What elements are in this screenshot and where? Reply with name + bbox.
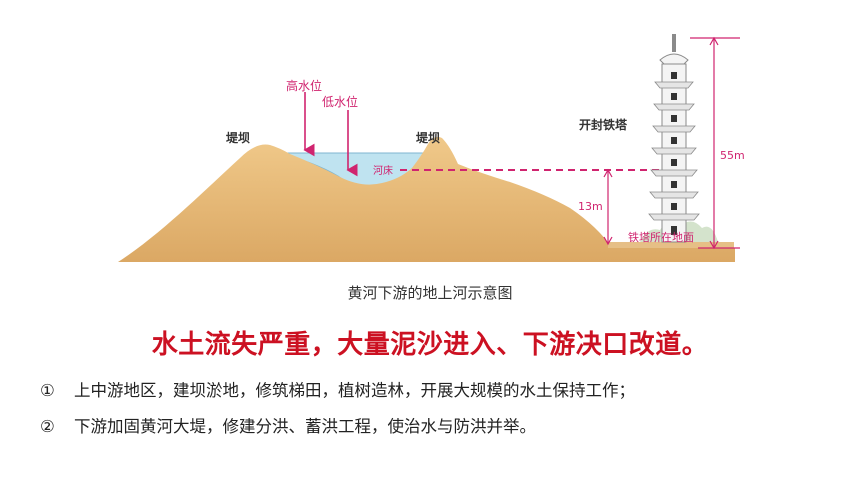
dimension-55m-arrow-top [709, 36, 719, 46]
label-high-water: 高水位 [286, 78, 322, 93]
label-ground: 铁塔所在地面 [628, 231, 694, 244]
measure-text-1: 上中游地区，建坝淤地，修筑梯田，植树造林，开展大规模的水土保持工作； [74, 381, 635, 400]
kaifeng-iron-tower [648, 34, 700, 243]
headline: 水土流失严重，大量泥沙进入、下游决口改道。 [151, 330, 709, 360]
measure-number-2: ② [40, 417, 55, 436]
label-tower: 开封铁塔 [579, 117, 628, 132]
measure-item-2: ② 下游加固黄河大堤，修建分洪、蓄洪工程，使治水与防洪并举。 [40, 414, 840, 440]
diagram-caption: 黄河下游的地上河示意图 [347, 284, 513, 302]
tower-ground [608, 242, 734, 248]
measure-text-2: 下游加固黄河大堤，修建分洪、蓄洪工程，使治水与防洪并举。 [74, 417, 536, 436]
measure-number-1: ① [40, 381, 55, 400]
label-dike-right: 堤坝 [416, 130, 440, 145]
yellow-river-diagram: 高水位 低水位 堤坝 堤坝 河床 开封铁塔 铁塔所在地面 13m 55m [118, 34, 745, 262]
label-13m: 13m [578, 200, 603, 213]
land-profile [118, 136, 735, 262]
label-dike-left: 堤坝 [226, 130, 250, 145]
label-low-water: 低水位 [322, 94, 358, 109]
label-riverbed: 河床 [373, 164, 393, 177]
measures-list: ① 上中游地区，建坝淤地，修筑梯田，植树造林，开展大规模的水土保持工作； ② 下… [40, 378, 840, 450]
label-55m: 55m [720, 149, 745, 162]
measure-item-1: ① 上中游地区，建坝淤地，修筑梯田，植树造林，开展大规模的水土保持工作； [40, 378, 840, 404]
dimension-13m-arrow-top [603, 168, 613, 178]
dimension-55m-arrow-bottom [709, 240, 719, 250]
dimension-13m-arrow-bottom [603, 236, 613, 246]
